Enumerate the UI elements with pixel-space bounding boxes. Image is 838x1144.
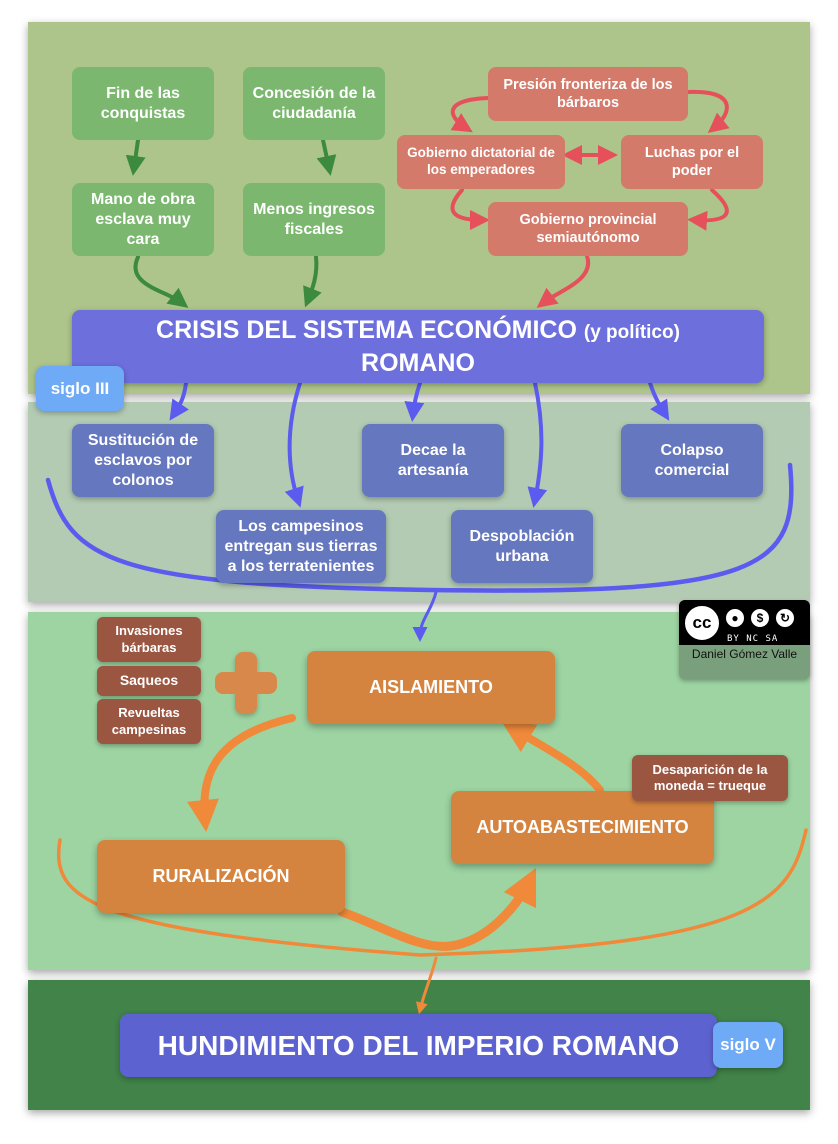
node-colapso: Colapso comercial (621, 424, 763, 497)
crisis-title-line2: ROMANO (361, 348, 475, 377)
node-artesania: Decae la artesanía (362, 424, 504, 497)
node-ruralizacion: RURALIZACIÓN (97, 840, 345, 913)
cc-icon: cc (683, 603, 721, 642)
crisis-title: CRISIS DEL SISTEMA ECONÓMICO (y político… (72, 310, 764, 383)
node-autoabastecimiento: AUTOABASTECIMIENTO (451, 791, 714, 864)
node-fin-conquistas: Fin de las conquistas (72, 67, 214, 140)
cc-badge: cc ● $ ↻ BY NC SA (679, 600, 810, 645)
by-icon: ● (724, 606, 746, 629)
node-invasiones: Invasiones bárbaras (97, 617, 201, 662)
node-ciudadania: Concesión de la ciudadanía (243, 67, 385, 140)
node-presion-barbaros: Presión fronteriza de los bárbaros (488, 67, 688, 121)
node-saqueos: Saqueos (97, 666, 201, 696)
century-badge-v: siglo V (713, 1022, 783, 1068)
sa-icon: ↻ (774, 606, 796, 629)
crisis-title-paren: (y político) (583, 322, 680, 343)
node-aislamiento: AISLAMIENTO (307, 651, 555, 724)
license-badge[interactable]: cc ● $ ↻ BY NC SA Daniel Gómez Valle (679, 600, 810, 679)
node-despoblacion: Despoblación urbana (451, 510, 593, 583)
century-badge-iii: siglo III (36, 366, 124, 411)
author-name: Daniel Gómez Valle (691, 647, 798, 661)
node-campesinos: Los campesinos entregan sus tierras a lo… (216, 510, 386, 583)
node-ingresos-fiscales: Menos ingresos fiscales (243, 183, 385, 256)
license-labels: BY NC SA (727, 634, 779, 644)
collapse-title: HUNDIMIENTO DEL IMPERIO ROMANO (120, 1014, 717, 1077)
node-moneda: Desaparición de la moneda = trueque (632, 755, 788, 801)
node-colonos: Sustitución de esclavos por colonos (72, 424, 214, 497)
crisis-title-main: CRISIS DEL SISTEMA ECONÓMICO (156, 316, 577, 344)
nc-icon: $ (749, 606, 771, 629)
node-mano-obra: Mano de obra esclava muy cara (72, 183, 214, 256)
node-gobierno-provincial: Gobierno provincial semiautónomo (488, 202, 688, 256)
plus-icon (215, 652, 277, 714)
node-gobierno-dictatorial: Gobierno dictatorial de los emperadores (397, 135, 565, 189)
node-luchas-poder: Luchas por el poder (621, 135, 763, 189)
node-revueltas: Revueltas campesinas (97, 699, 201, 744)
